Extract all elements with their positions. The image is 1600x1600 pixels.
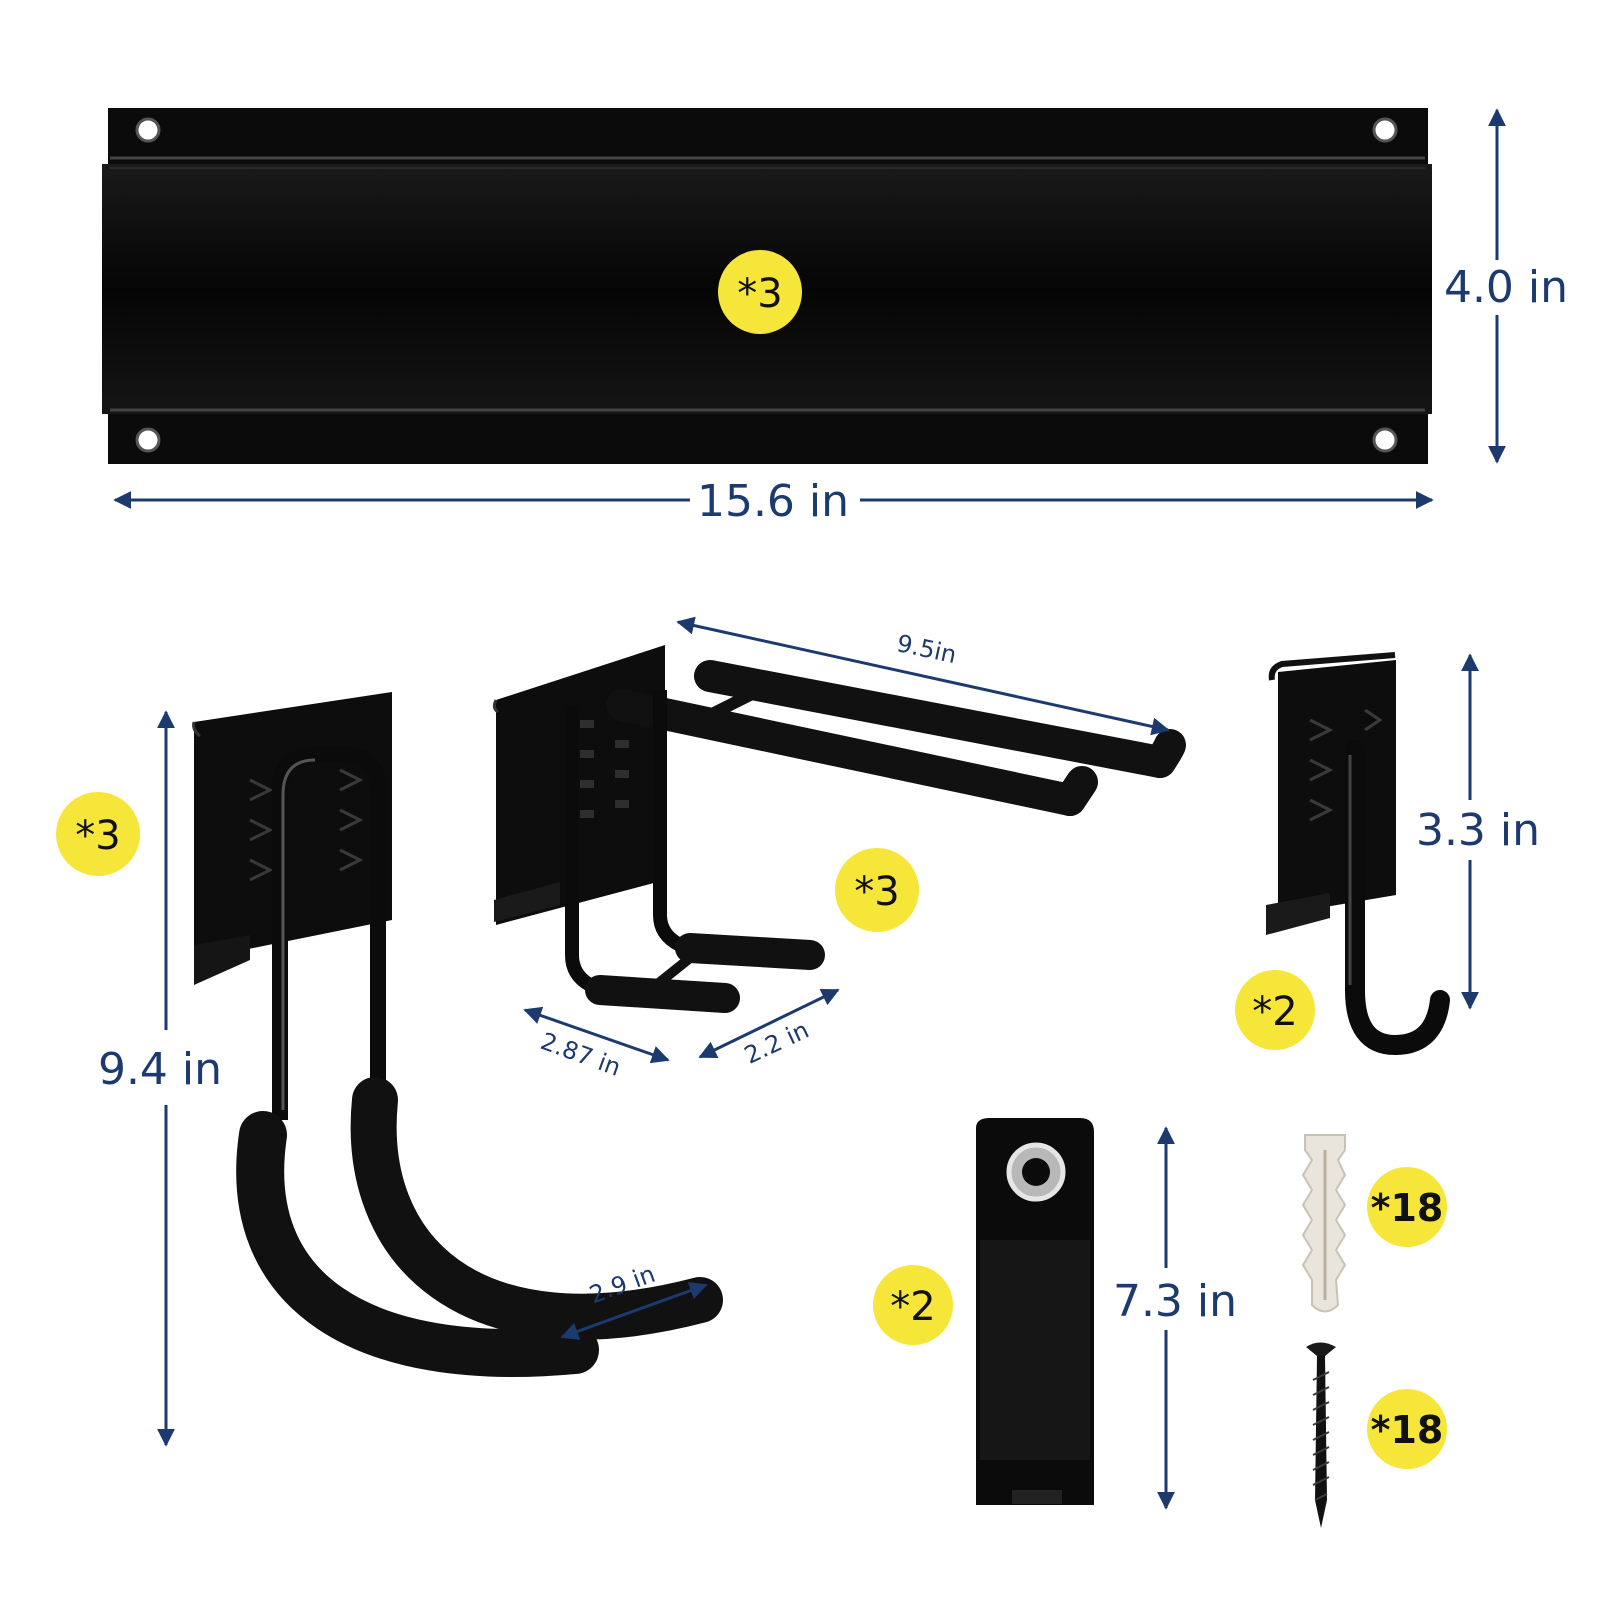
- screw: [1306, 1342, 1336, 1528]
- svg-text:*3: *3: [737, 271, 782, 317]
- svg-text:*3: *3: [854, 869, 899, 915]
- bike-hook-height-label: 9.4 in: [98, 1044, 222, 1095]
- double-hook-depth-label: 2.87 in: [537, 1027, 625, 1082]
- bike-hook-gap-arrow: [560, 1282, 708, 1340]
- double-hook-width-label: 2.2 in: [740, 1016, 813, 1070]
- svg-text:*18: *18: [1371, 1186, 1444, 1230]
- strap-quantity-badge: *2: [873, 1265, 953, 1345]
- double-hook-length-label: 9.5in: [894, 629, 959, 669]
- bike-hook: [192, 692, 723, 1377]
- j-hook-height-label: 3.3 in: [1416, 805, 1540, 856]
- screw-hole: [135, 117, 161, 143]
- wall-anchor: [1301, 1134, 1347, 1313]
- screw-hole: [1372, 427, 1398, 453]
- rail-quantity-badge: *3: [718, 250, 802, 334]
- svg-text:*3: *3: [75, 813, 120, 859]
- j-hook-quantity-badge: *2: [1235, 970, 1315, 1050]
- svg-text:*18: *18: [1371, 1408, 1444, 1452]
- velcro-strap: [976, 1118, 1094, 1505]
- svg-text:*2: *2: [1252, 989, 1297, 1035]
- double-hook-width-arrow: [698, 988, 840, 1059]
- j-hook: [1266, 652, 1450, 1056]
- screw-hole: [135, 427, 161, 453]
- screw-quantity-badge: *18: [1367, 1389, 1447, 1469]
- double-hook-length-arrow: [676, 616, 1170, 736]
- svg-text:*2: *2: [890, 1284, 935, 1330]
- strap-length-label: 7.3 in: [1113, 1276, 1237, 1327]
- bike-hook-quantity-badge: *3: [56, 792, 140, 876]
- rail-height-label: 4.0 in: [1444, 262, 1568, 313]
- double-hook-depth-arrow: [523, 1006, 670, 1064]
- rail-width-label: 15.6 in: [697, 476, 849, 527]
- double-hook: [492, 645, 1186, 1013]
- double-hook-quantity-badge: *3: [835, 848, 919, 932]
- screw-hole: [1372, 117, 1398, 143]
- anchor-quantity-badge: *18: [1367, 1167, 1447, 1247]
